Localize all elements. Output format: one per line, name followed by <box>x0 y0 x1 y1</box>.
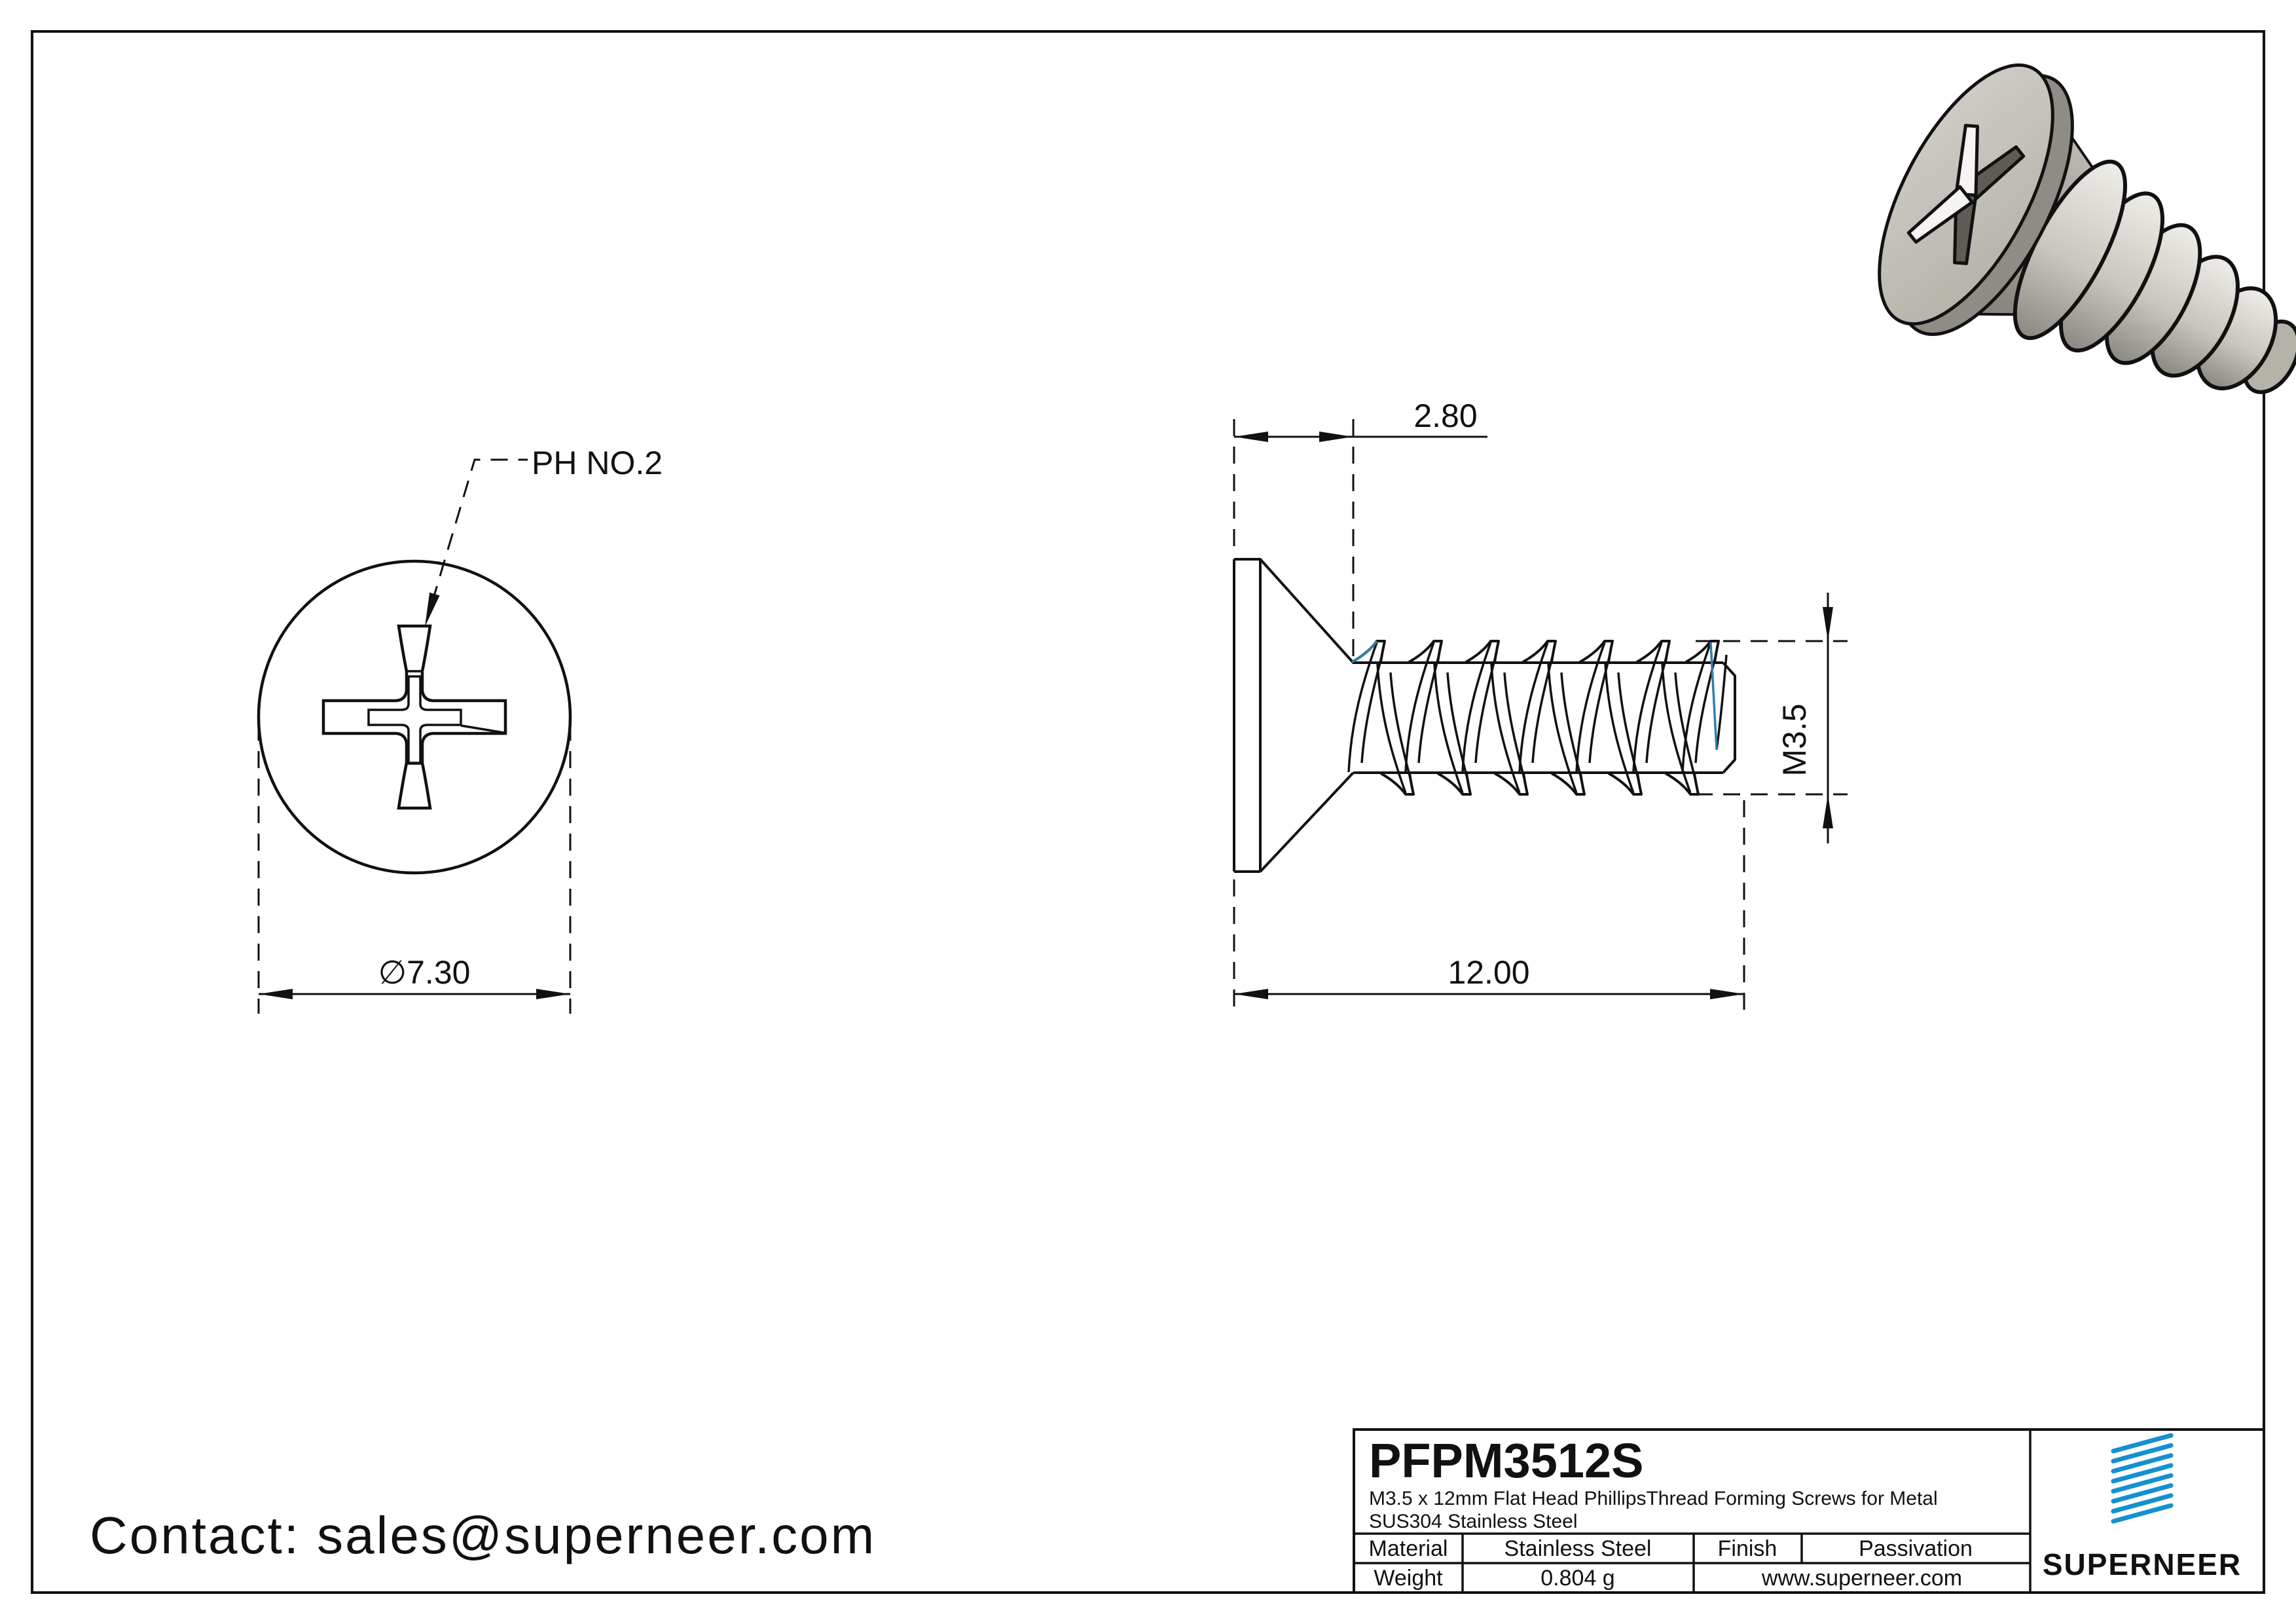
thread-flanks-bottom <box>1376 663 1697 794</box>
brand-name: SUPERNEER <box>2043 1547 2242 1581</box>
length-label: 12.00 <box>1448 954 1529 991</box>
screw-profile-outline <box>1233 558 1736 873</box>
front-view <box>257 458 572 1014</box>
phillips-recess-icon <box>321 624 507 810</box>
side-view <box>1233 419 1848 1014</box>
head-outline-circle <box>257 559 572 875</box>
table-row-lines <box>1354 1532 2030 1564</box>
dim-arrow-left-icon <box>1234 432 1268 442</box>
thread-runout-line <box>1715 654 1728 750</box>
thread-crests-bottom <box>1380 772 1700 796</box>
material-value: Stainless Steel <box>1504 1536 1652 1561</box>
thread-dia-extension-lines <box>1696 640 1848 796</box>
part-number: PFPM3512S <box>1369 1433 1644 1488</box>
finish-label: Finish <box>1718 1536 1777 1561</box>
phillips-recess-3d-icon <box>1906 124 2026 265</box>
thread-crests-top <box>1351 640 1720 663</box>
weight-value: 0.804 g <box>1540 1566 1614 1591</box>
length-extension-lines <box>1233 800 1745 1014</box>
head-height-label: 2.80 <box>1413 397 1477 434</box>
leader-arrow-icon <box>425 592 440 627</box>
weight-label: Weight <box>1374 1566 1443 1591</box>
screw-3d-render <box>1878 63 2296 394</box>
dim-arrow-down-icon <box>1823 607 1833 641</box>
superneer-logo-icon <box>2111 1433 2174 1524</box>
dim-arrow-right-icon <box>536 989 570 999</box>
head-height-extension-lines <box>1233 419 1355 656</box>
website-link[interactable]: www.superneer.com <box>1761 1566 1962 1591</box>
finish-value: Passivation <box>1859 1536 1973 1561</box>
head-diameter-label: ∅7.30 <box>378 954 471 991</box>
title-block <box>1353 1428 2265 1594</box>
thread-spec-label: M3.5 <box>1776 703 1813 776</box>
description-line-1: M3.5 x 12mm Flat Head PhillipsThread For… <box>1369 1488 1938 1509</box>
thread-flanks-top <box>1347 642 1717 773</box>
contact-line: Contact: sales@superneer.com <box>90 1506 876 1564</box>
recess-leader-line <box>431 458 528 603</box>
title-block-border <box>1353 1428 2265 1594</box>
thread-accent-edges <box>1351 640 1718 750</box>
dim-arrow-right-icon <box>1319 432 1353 442</box>
recess-label: PH NO.2 <box>532 445 663 481</box>
dim-arrow-left-icon <box>1234 989 1268 999</box>
dim-arrow-up-icon <box>1823 794 1833 828</box>
material-label: Material <box>1369 1536 1448 1561</box>
description-line-2: SUS304 Stainless Steel <box>1369 1511 1578 1532</box>
dim-arrow-right-icon <box>1710 989 1744 999</box>
diameter-extension-lines <box>257 724 572 1014</box>
table-column-lines <box>1461 1534 1803 1593</box>
sheet-border <box>31 30 2265 1594</box>
dim-arrow-left-icon <box>259 989 293 999</box>
